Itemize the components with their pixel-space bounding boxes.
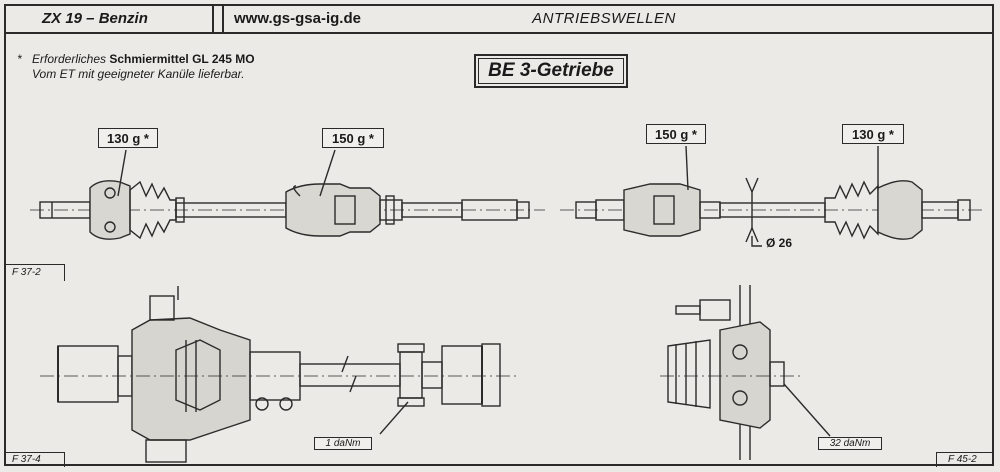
diameter-label: Ø 26 bbox=[766, 236, 793, 250]
nut-torque-label: 1 daNm bbox=[314, 437, 372, 450]
header-separator bbox=[214, 4, 224, 32]
figure-label-f37-4: F 37-4 bbox=[12, 454, 41, 465]
gearbox-title: BE 3-Getriebe bbox=[474, 54, 628, 88]
lubricant-name: Schmiermittel GL 245 MO bbox=[109, 52, 255, 66]
lubricant-note: * Erforderliches Schmiermittel GL 245 MO… bbox=[17, 52, 255, 82]
note-line-2: Vom ET mit geeigneter Kanüle lieferbar. bbox=[32, 67, 245, 81]
left-inner-grease-tag: 150 g * bbox=[322, 128, 384, 148]
figure-box-f37-2 bbox=[6, 264, 65, 281]
figure-box-f45-2 bbox=[936, 452, 993, 467]
model-title: ZX 19 – Benzin bbox=[4, 4, 214, 32]
note-line-1: Erforderliches Schmiermittel GL 245 MO bbox=[18, 52, 255, 67]
hub-torque-label: 32 daNm bbox=[818, 437, 882, 450]
note-line-1-prefix: Erforderliches bbox=[32, 52, 110, 66]
right-inner-grease-tag: 150 g * bbox=[646, 124, 706, 144]
gearbox-title-text: BE 3-Getriebe bbox=[488, 60, 614, 81]
figure-label-f45-2: F 45-2 bbox=[948, 454, 977, 465]
header-bar: ZX 19 – Benzin www.gs-gsa-ig.de ANTRIEBS… bbox=[4, 4, 994, 34]
footnote-star: * bbox=[17, 52, 22, 66]
figure-label-f37-2: F 37-2 bbox=[12, 267, 41, 278]
figure-box-f37-4 bbox=[6, 452, 65, 467]
left-outer-grease-tag: 130 g * bbox=[98, 128, 158, 148]
website-text: www.gs-gsa-ig.de bbox=[234, 9, 361, 27]
page-frame bbox=[4, 4, 994, 466]
section-title: ANTRIEBSWELLEN bbox=[532, 9, 676, 27]
right-outer-grease-tag: 130 g * bbox=[842, 124, 904, 144]
